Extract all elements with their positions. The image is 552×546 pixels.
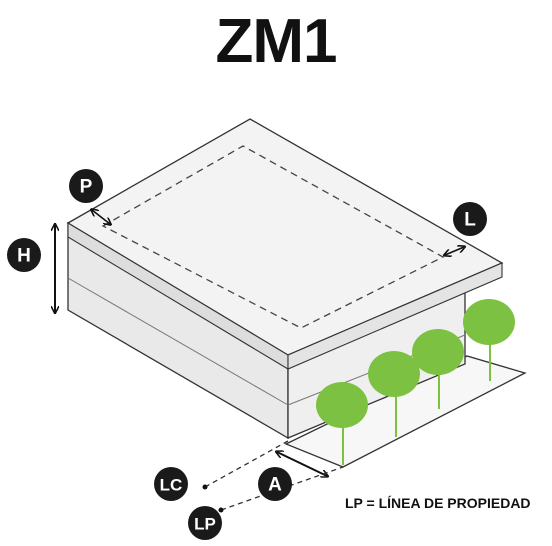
floor-line-left	[67, 277, 289, 406]
height-label: H	[17, 246, 31, 267]
side-setback-badge: L	[453, 202, 487, 236]
zone-title: ZM1	[215, 7, 338, 76]
construction-line-badge: LC	[154, 467, 188, 501]
legend-text: LP = LÍNEA DE PROPIEDAD	[345, 495, 531, 511]
tree	[368, 351, 420, 437]
front-setback-arrow	[92, 210, 110, 224]
tree	[316, 382, 368, 465]
construction-line-label: LC	[160, 476, 183, 495]
width-badge: A	[258, 467, 292, 501]
side-setback-label: L	[464, 210, 476, 231]
front-setback-label: P	[80, 177, 93, 198]
tree	[412, 329, 464, 409]
roof-edge-front	[287, 262, 503, 370]
construction-line-dot	[202, 484, 208, 490]
width-label: A	[268, 475, 282, 496]
side-setback-arrow	[445, 247, 464, 255]
property-line-badge: LP	[188, 506, 222, 540]
property-line-label: LP	[194, 515, 216, 534]
property-line-dot	[218, 507, 224, 513]
height-badge: H	[7, 238, 41, 272]
tree	[463, 299, 515, 381]
width-arrow	[277, 452, 327, 476]
construction-line	[204, 440, 289, 488]
front-setback-badge: P	[69, 169, 103, 203]
